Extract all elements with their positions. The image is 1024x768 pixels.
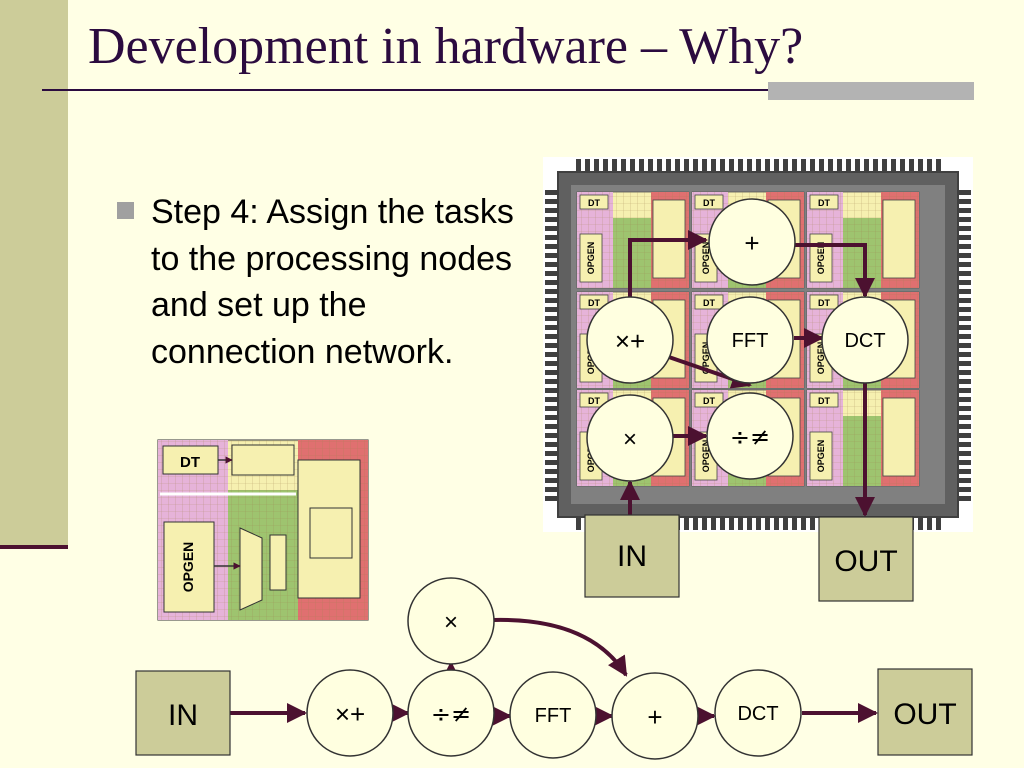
- title-accent-bar: [768, 82, 974, 100]
- flow-node-fft-label: FFT: [535, 705, 572, 727]
- chip-tile-opgen-label: OPGEN: [586, 242, 596, 275]
- chip-tile-opgen-label: OPGEN: [701, 440, 711, 473]
- flow-node-mul-label: ×: [444, 609, 458, 636]
- chip-tile-dt-label: DT: [818, 198, 830, 208]
- flow-node-dct: DCT: [714, 669, 802, 757]
- flow-node-fft: FFT: [509, 671, 597, 759]
- chip-node-add: +: [708, 198, 796, 286]
- chip-in-box: IN: [584, 514, 680, 598]
- flow-in-label: IN: [168, 699, 198, 732]
- zoom-tile-dt-label: DT: [180, 454, 200, 471]
- chip-tile-opgen-label: OPGEN: [816, 440, 826, 473]
- chip-tile-opgen-label: OPGEN: [701, 342, 711, 375]
- slide-title: Development in hardware – Why?: [88, 18, 804, 75]
- flow-node-mul: ×: [407, 577, 495, 665]
- flow-node-add-label: +: [647, 702, 662, 732]
- chip-in-label: IN: [617, 540, 647, 573]
- bullet-text: Step 4: Assign the tasks to the processi…: [151, 193, 514, 371]
- chip-out-label: OUT: [834, 545, 897, 578]
- chip-node-div-neq: ÷≠: [706, 392, 794, 480]
- chip-node-div-neq-label: ÷≠: [730, 423, 770, 451]
- sidebar-decoration: [0, 0, 68, 548]
- sidebar-accent-line: [0, 545, 68, 549]
- flow-node-div-neq: ÷≠: [407, 669, 495, 757]
- flow-out-box: OUT: [877, 668, 973, 756]
- flow-out-label: OUT: [893, 698, 956, 731]
- chip-tile-dt-label: DT: [588, 298, 600, 308]
- chip-tile-dt-label: DT: [818, 298, 830, 308]
- flow-node-add: +: [611, 672, 699, 760]
- flow-node-mul-add: ×+: [306, 669, 394, 757]
- chip-tile-opgen-label: OPGEN: [816, 242, 826, 275]
- chip-tile-opgen-label: OPGEN: [816, 342, 826, 375]
- chip-node-mul: ×: [586, 394, 674, 482]
- chip-tile-dt-label: DT: [588, 198, 600, 208]
- chip-node-mul-add-label: ×+: [615, 326, 645, 356]
- chip-node-fft-label: FFT: [732, 330, 769, 352]
- chip-node-add-label: +: [744, 228, 759, 258]
- zoom-tile-opgen-label: OPGEN: [180, 542, 196, 593]
- chip-node-dct-label: DCT: [844, 330, 885, 352]
- flow-in-box: IN: [135, 670, 231, 756]
- chip-node-mul-label: ×: [623, 426, 637, 453]
- chip-node-fft: FFT: [706, 296, 794, 384]
- chip-tile-dt-label: DT: [703, 396, 715, 406]
- chip-node-dct: DCT: [821, 296, 909, 384]
- chip-tile-opgen-label: OPGEN: [701, 242, 711, 275]
- chip-out-box: OUT: [818, 516, 914, 602]
- bullet-icon: [117, 202, 134, 219]
- chip-node-mul-add: ×+: [586, 296, 674, 384]
- flow-node-mul-add-label: ×+: [335, 699, 365, 729]
- flow-node-dct-label: DCT: [737, 703, 778, 725]
- flow-node-div-neq-label: ÷≠: [431, 700, 471, 728]
- flow-connections: [230, 617, 878, 726]
- chip-tile-dt-label: DT: [588, 396, 600, 406]
- zoom-tile: DT OPGEN: [157, 439, 369, 621]
- chip-tile-dt-label: DT: [818, 396, 830, 406]
- title-underline: [42, 89, 974, 91]
- chip-tile-dt-label: DT: [703, 298, 715, 308]
- chip-tile-dt-label: DT: [703, 198, 715, 208]
